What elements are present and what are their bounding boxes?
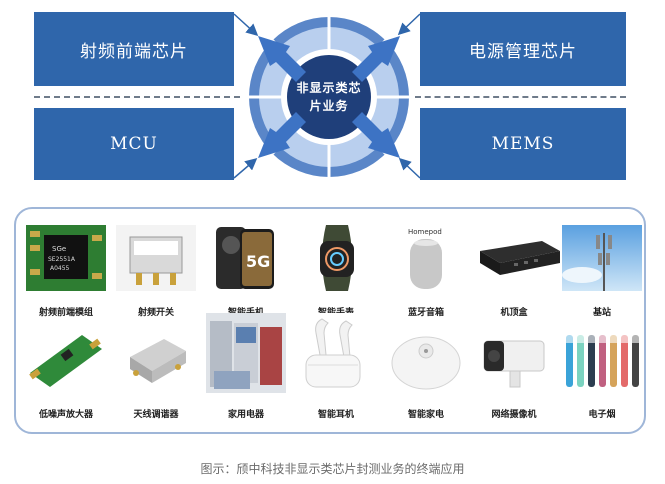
arrow-bottom-left: [258, 112, 306, 158]
center-disc: [287, 55, 371, 139]
box-power-label: 电源管理芯片: [469, 41, 577, 62]
smartwatch-icon: [296, 225, 376, 291]
label-settop-box: 机顶盒: [500, 308, 528, 318]
connector-arrows: [233, 13, 421, 179]
label-smart-home: 智能家电: [407, 410, 444, 420]
settop-box-icon: [474, 225, 564, 291]
label-speaker: 蓝牙音箱: [407, 308, 444, 318]
center-label: 非显示类芯 片业务: [289, 79, 369, 119]
rf-module-icon: SGe SE2551A A0455: [26, 225, 106, 291]
arrow-top-right: [352, 36, 400, 82]
ip-camera-icon: [474, 327, 554, 393]
chip-brand: SGe: [52, 245, 66, 253]
chip-model: SE2551A: [48, 256, 76, 263]
box-mcu-label: MCU: [110, 134, 158, 154]
label-earbuds: 智能耳机: [317, 410, 354, 420]
figure-caption: 图示：颀中科技非显示类芯片封测业务的终端应用: [200, 462, 465, 476]
base-station-icon: [562, 225, 642, 291]
label-lna: 低噪声放大器: [38, 410, 93, 420]
label-antenna-tuner: 天线调谐器: [133, 410, 179, 420]
speaker-brand: Homepod: [408, 228, 442, 236]
lna-board-icon: [26, 327, 106, 393]
phone-badge: 5G: [246, 252, 270, 271]
appliances-icon: [206, 313, 286, 393]
chip-code: A0455: [50, 265, 70, 272]
e-cigarette-icon: [562, 327, 642, 393]
earbuds-icon: [296, 313, 376, 393]
end-applications-panel: SGe SE2551A A0455 射频前端模组 射频开关: [14, 207, 646, 434]
box-mems-label: MEMS: [491, 134, 555, 154]
label-rf-switch: 射频开关: [137, 308, 174, 318]
label-ip-camera: 网络摄像机: [491, 410, 537, 420]
divider-left: [34, 96, 240, 98]
box-power-management-chip: 电源管理芯片: [420, 12, 626, 86]
speaker-icon: Homepod: [386, 225, 466, 291]
robot-vacuum-icon: [386, 327, 466, 393]
label-base-station: 基站: [592, 308, 611, 318]
antenna-tuner-icon: [116, 327, 196, 393]
box-mems: MEMS: [420, 108, 626, 180]
center-label-line2: 片业务: [309, 99, 349, 113]
box-rf-frontend-label: 射频前端芯片: [80, 41, 188, 62]
box-mcu: MCU: [34, 108, 234, 180]
divider-right: [415, 96, 626, 98]
label-e-cigarette: 电子烟: [588, 410, 616, 420]
business-diagram: 射频前端芯片 电源管理芯片 MCU MEMS: [0, 0, 665, 190]
box-rf-frontend-chip: 射频前端芯片: [34, 12, 234, 86]
inward-arrows: [258, 36, 400, 158]
center-ring-graphic: [233, 13, 421, 179]
label-rf-module: 射频前端模组: [38, 308, 93, 318]
smartphone-icon: 5G: [206, 225, 286, 291]
center-label-line1: 非显示类芯: [296, 81, 362, 95]
label-appliances: 家用电器: [227, 410, 264, 420]
arrow-bottom-right: [352, 112, 400, 158]
rf-switch-icon: [116, 225, 196, 291]
arrow-top-left: [258, 36, 306, 82]
